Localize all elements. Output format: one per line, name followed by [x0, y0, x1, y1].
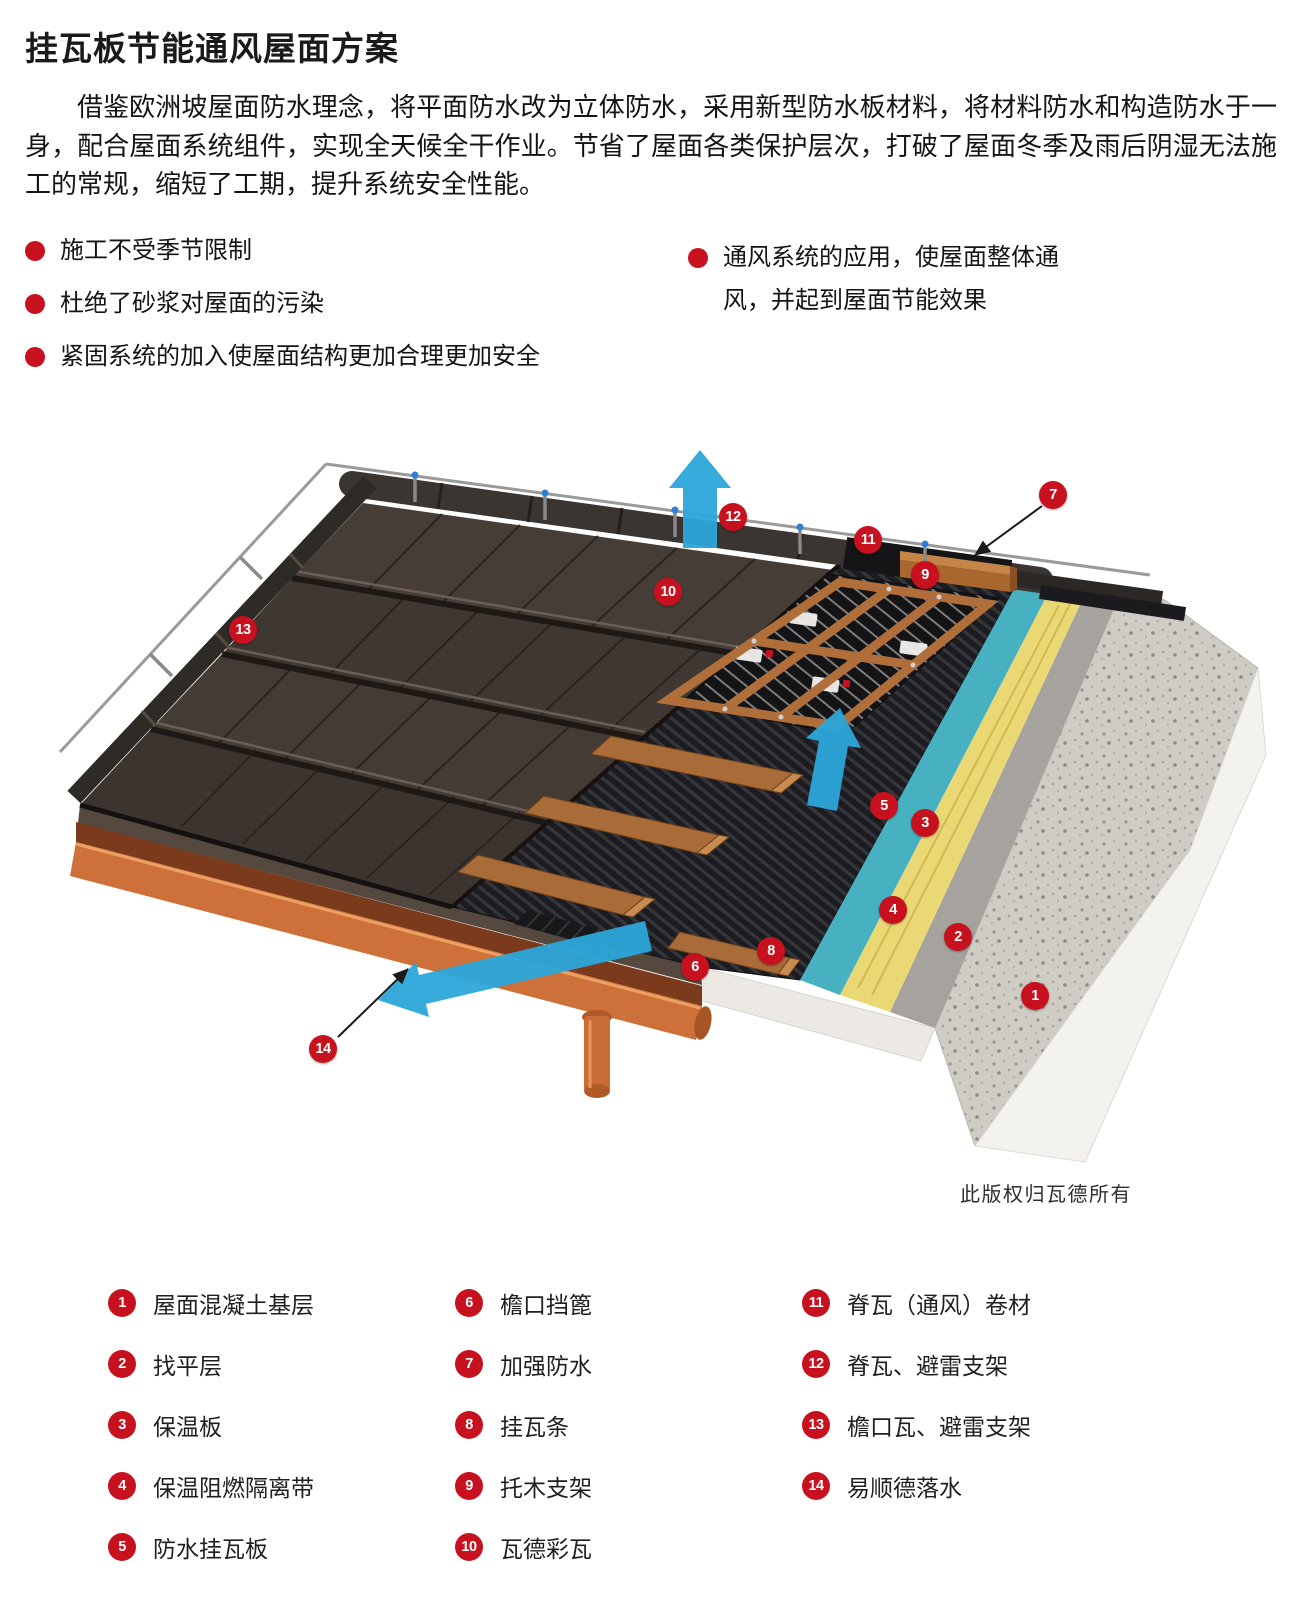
bullet-text: 紧固系统的加入使屋面结构更加合理更加安全: [60, 343, 540, 370]
legend-label: 檐口瓦、避雷支架: [847, 1414, 1031, 1440]
copyright-note: 此版权归瓦德所有: [960, 1184, 1132, 1206]
bullet-text: 施工不受季节限制: [60, 237, 252, 264]
verge-tiles: [67, 475, 377, 804]
legend-number-badge: 6: [455, 1289, 483, 1317]
callout-14: 14: [309, 1035, 337, 1063]
intro-paragraph: 借鉴欧洲坡屋面防水理念，将平面防水改为立体防水，采用新型防水板材料，将材料防水和…: [25, 92, 1277, 199]
roof-diagram: 1 2 3 4 5 6 7 8 9 10 11 12 13 14 此版权归瓦德所…: [0, 420, 1300, 1210]
callout-3: 3: [911, 809, 939, 837]
gutter: [70, 805, 712, 1098]
legend-item: 12 脊瓦、避雷支架: [802, 1347, 1031, 1381]
bullet-item: 通风系统的应用，使屋面整体通风，并起到屋面节能效果: [688, 236, 1090, 322]
legend-item: 7 加强防水: [455, 1347, 802, 1381]
legend-item: 13 檐口瓦、避雷支架: [802, 1408, 1031, 1442]
bullet-dot: [688, 248, 708, 268]
legend-number-badge: 9: [455, 1472, 483, 1500]
legend-number-badge: 10: [455, 1533, 483, 1561]
callout-6: 6: [681, 953, 709, 981]
legend-label: 脊瓦（通风）卷材: [847, 1292, 1031, 1318]
legend-item: 10 瓦德彩瓦: [455, 1530, 802, 1564]
legend-number-badge: 11: [802, 1289, 830, 1317]
callout-9: 9: [911, 561, 939, 589]
legend-label: 保温阻燃隔离带: [153, 1475, 314, 1501]
ridge-vent-arrow: [669, 450, 731, 548]
legend-item: 14 易顺德落水: [802, 1469, 1031, 1503]
callout-2: 2: [944, 923, 972, 951]
legend-item: 6 檐口挡篦: [455, 1286, 802, 1320]
legend-number-badge: 14: [802, 1472, 830, 1500]
legend-label: 屋面混凝土基层: [153, 1292, 314, 1318]
legend-label: 找平层: [153, 1353, 222, 1379]
concrete-slab-face: [687, 593, 1267, 1163]
frame-clips: [722, 586, 942, 720]
legend-item: 11 脊瓦（通风）卷材: [802, 1286, 1031, 1320]
legend: 1 屋面混凝土基层 2 找平层 3 保温板 4 保温阻燃隔离带 5 防水挂瓦板: [108, 1286, 1031, 1591]
callout-11: 11: [854, 526, 882, 554]
legend-number-badge: 1: [108, 1289, 136, 1317]
callout-1: 1: [1021, 982, 1049, 1010]
roof-illustration: [58, 450, 1267, 1163]
legend-label: 加强防水: [500, 1353, 592, 1379]
bullet-text: 通风系统的应用，使屋面整体通风，并起到屋面节能效果: [723, 244, 1059, 314]
legend-item: 1 屋面混凝土基层: [108, 1286, 455, 1320]
legend-item: 9 托木支架: [455, 1469, 802, 1503]
legend-label: 瓦德彩瓦: [500, 1536, 592, 1562]
roof-tiles: [79, 503, 851, 910]
callout-12: 12: [719, 503, 747, 531]
legend-item: 4 保温阻燃隔离带: [108, 1469, 455, 1503]
callout-10: 10: [654, 578, 682, 606]
legend-label: 防水挂瓦板: [153, 1536, 268, 1562]
airflow-arrows: [378, 450, 861, 1017]
bullet-item: 杜绝了砂浆对屋面的污染: [25, 289, 645, 319]
legend-label: 檐口挡篦: [500, 1292, 592, 1318]
callout-5: 5: [870, 792, 898, 820]
legend-item: 8 挂瓦条: [455, 1408, 802, 1442]
legend-label: 脊瓦、避雷支架: [847, 1353, 1008, 1379]
legend-number-badge: 2: [108, 1350, 136, 1378]
bullet-dot: [25, 294, 45, 314]
page-title: 挂瓦板节能通风屋面方案: [25, 30, 399, 67]
bullet-item: 施工不受季节限制: [25, 236, 645, 266]
callout-8: 8: [757, 937, 785, 965]
bullet-dot: [25, 241, 45, 261]
bullet-item: 紧固系统的加入使屋面结构更加合理更加安全: [25, 342, 645, 372]
legend-number-badge: 13: [802, 1411, 830, 1439]
callout-7: 7: [1039, 481, 1067, 509]
callout-13: 13: [229, 616, 257, 644]
legend-column-2: 6 檐口挡篦 7 加强防水 8 挂瓦条 9 托木支架 10 瓦德彩瓦: [455, 1286, 802, 1591]
legend-column-3: 11 脊瓦（通风）卷材 12 脊瓦、避雷支架 13 檐口瓦、避雷支架 14 易顺…: [802, 1286, 1031, 1530]
legend-label: 保温板: [153, 1414, 222, 1440]
legend-number-badge: 12: [802, 1350, 830, 1378]
tile-battens: [456, 735, 805, 977]
legend-label: 托木支架: [500, 1475, 592, 1501]
legend-column-1: 1 屋面混凝土基层 2 找平层 3 保温板 4 保温阻燃隔离带 5 防水挂瓦板: [108, 1286, 455, 1591]
legend-number-badge: 7: [455, 1350, 483, 1378]
legend-number-badge: 5: [108, 1533, 136, 1561]
slope-vent-arrow: [806, 708, 861, 811]
feature-bullets-right: 通风系统的应用，使屋面整体通风，并起到屋面节能效果: [688, 236, 1090, 322]
bullet-dot: [25, 347, 45, 367]
callout-leader-lines: [337, 505, 1043, 1038]
legend-label: 挂瓦条: [500, 1414, 569, 1440]
feature-bullets-left: 施工不受季节限制 杜绝了砂浆对屋面的污染 紧固系统的加入使屋面结构更加合理更加安…: [25, 236, 645, 395]
legend-number-badge: 4: [108, 1472, 136, 1500]
legend-item: 5 防水挂瓦板: [108, 1530, 455, 1564]
legend-number-badge: 3: [108, 1411, 136, 1439]
callout-4: 4: [879, 896, 907, 924]
legend-number-badge: 8: [455, 1411, 483, 1439]
legend-item: 3 保温板: [108, 1408, 455, 1442]
legend-item: 2 找平层: [108, 1347, 455, 1381]
legend-label: 易顺德落水: [847, 1475, 962, 1501]
bullet-text: 杜绝了砂浆对屋面的污染: [60, 290, 324, 317]
eave-vent-arrow: [378, 921, 652, 1017]
